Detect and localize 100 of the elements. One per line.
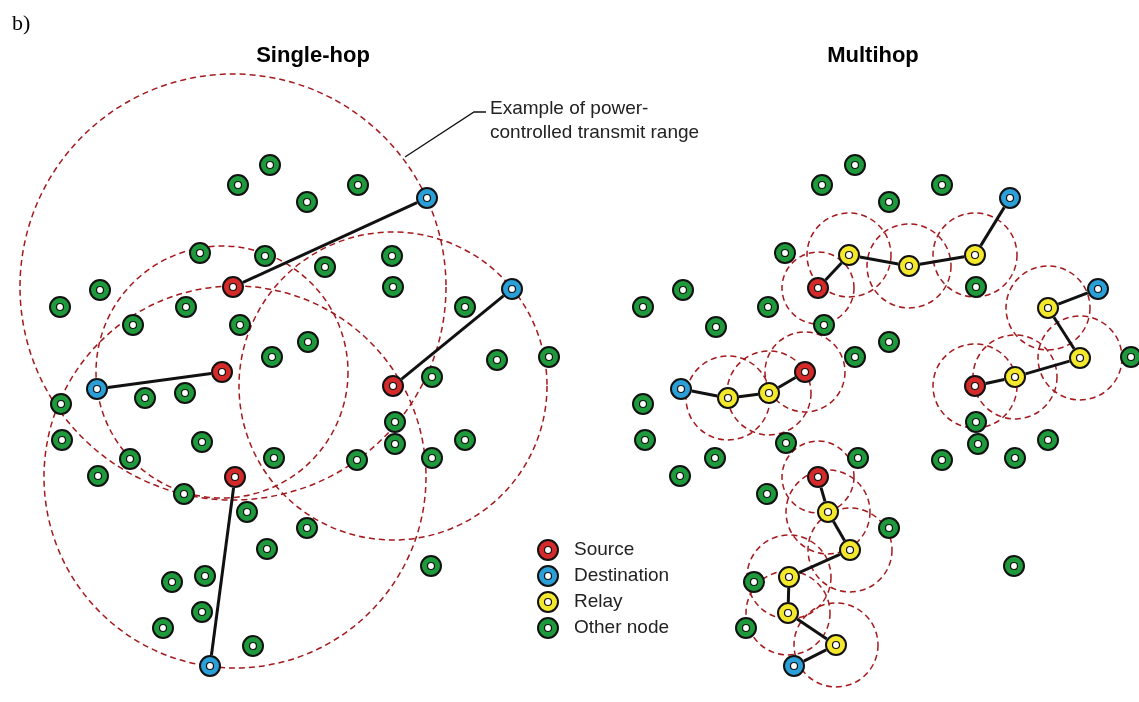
link-line <box>919 255 965 266</box>
network-node <box>734 616 758 640</box>
network-node <box>671 278 695 302</box>
legend-label: Source <box>574 538 635 560</box>
network-node <box>964 275 988 299</box>
network-node <box>313 255 337 279</box>
panel-title: Multihop <box>827 42 919 68</box>
link-line <box>832 520 846 542</box>
network-node <box>453 428 477 452</box>
network-node <box>1068 346 1092 370</box>
network-node <box>810 173 834 197</box>
link-line <box>786 587 791 603</box>
network-node <box>774 431 798 455</box>
network-node <box>716 386 740 410</box>
network-node <box>877 190 901 214</box>
network-node <box>1003 446 1027 470</box>
legend-label: Relay <box>574 590 623 612</box>
network-node <box>704 315 728 339</box>
network-node <box>776 601 800 625</box>
network-node <box>897 254 921 278</box>
panel-title: Single-hop <box>256 42 370 68</box>
network-node <box>837 243 861 267</box>
network-node <box>260 345 284 369</box>
link-line <box>1025 359 1070 376</box>
network-node <box>930 173 954 197</box>
network-node <box>295 516 319 540</box>
network-node <box>806 465 830 489</box>
network-node <box>633 428 657 452</box>
network-node <box>500 277 524 301</box>
network-node <box>419 554 443 578</box>
link-line <box>803 648 827 663</box>
network-node <box>998 186 1022 210</box>
network-node <box>223 465 247 489</box>
network-node <box>228 313 252 337</box>
network-node <box>296 330 320 354</box>
link-line <box>824 262 843 281</box>
network-node <box>48 295 72 319</box>
network-node <box>151 616 175 640</box>
network-node <box>966 432 990 456</box>
network-node <box>816 500 840 524</box>
link-line <box>777 376 797 389</box>
network-node <box>793 360 817 384</box>
network-node <box>824 633 848 657</box>
network-node <box>253 244 277 268</box>
network-node <box>235 500 259 524</box>
network-node <box>843 345 867 369</box>
network-node <box>843 153 867 177</box>
network-node <box>1036 428 1060 452</box>
link-line <box>209 487 236 656</box>
network-node <box>193 564 217 588</box>
network-node <box>295 190 319 214</box>
link-line <box>819 487 827 502</box>
network-node <box>777 565 801 589</box>
leader-line <box>404 111 487 158</box>
network-node <box>668 464 692 488</box>
network-node <box>703 446 727 470</box>
network-node <box>241 634 265 658</box>
network-node <box>221 275 245 299</box>
network-node <box>631 295 655 319</box>
network-node <box>190 430 214 454</box>
link-line <box>242 201 418 284</box>
network-node <box>160 570 184 594</box>
network-node <box>742 570 766 594</box>
network-node <box>85 377 109 401</box>
network-node <box>226 173 250 197</box>
network-node <box>1002 554 1026 578</box>
network-node <box>88 278 112 302</box>
link-line <box>798 553 841 574</box>
network-node <box>86 464 110 488</box>
panel-label: b) <box>12 10 31 36</box>
network-node <box>173 381 197 405</box>
network-node <box>262 446 286 470</box>
link-line <box>691 389 718 398</box>
network-node <box>1003 365 1027 389</box>
link-line <box>1057 291 1089 306</box>
network-node <box>846 446 870 470</box>
network-node <box>782 654 806 678</box>
network-node <box>1036 296 1060 320</box>
link-line <box>1052 316 1076 350</box>
network-node <box>210 360 234 384</box>
network-node <box>755 482 779 506</box>
network-node <box>1119 345 1139 369</box>
network-node <box>174 295 198 319</box>
network-node <box>485 348 509 372</box>
link-line <box>859 255 899 266</box>
network-node <box>453 295 477 319</box>
link-line <box>796 617 828 641</box>
network-node <box>383 410 407 434</box>
network-node <box>188 241 212 265</box>
network-node <box>420 446 444 470</box>
network-node <box>172 482 196 506</box>
link-line <box>738 392 759 399</box>
network-node <box>49 392 73 416</box>
network-node <box>930 448 954 472</box>
network-node <box>877 330 901 354</box>
network-node <box>255 537 279 561</box>
network-node <box>380 244 404 268</box>
network-node <box>50 428 74 452</box>
network-node <box>756 295 780 319</box>
legend-label: Other node <box>574 616 670 638</box>
